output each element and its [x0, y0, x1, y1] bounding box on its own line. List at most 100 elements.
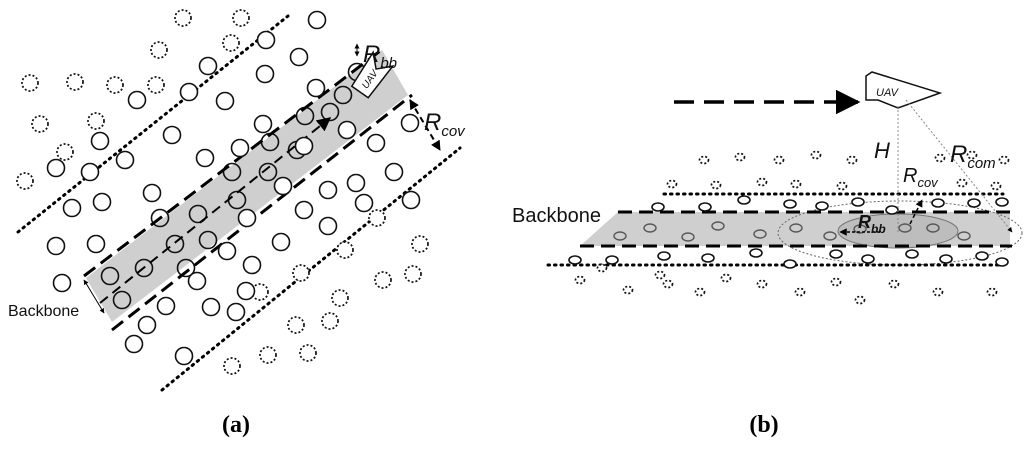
sensor-node — [366, 133, 386, 153]
sensor-node-dotted — [666, 179, 678, 189]
sensor-node — [829, 249, 843, 259]
sensor-node — [337, 120, 357, 140]
sensor-node — [400, 113, 420, 133]
sensor-node — [861, 254, 875, 264]
sensor-node-dotted — [374, 271, 392, 289]
sensor-node-dotted — [622, 285, 634, 295]
sensor-node — [90, 131, 110, 151]
sensor-node-dotted — [934, 153, 946, 163]
sensor-node-dotted — [932, 287, 944, 297]
sensor-node-dotted — [404, 265, 422, 283]
sensor-node — [46, 236, 66, 256]
sensor-node — [354, 193, 374, 213]
rbb-label-a: Rbb — [363, 41, 397, 72]
sensor-node — [318, 180, 338, 200]
backbone-label-a: Backbone — [8, 303, 79, 320]
sensor-node-dotted — [596, 263, 608, 273]
sensor-node — [215, 91, 235, 111]
sensor-node — [905, 249, 919, 259]
sensor-node-dotted — [734, 152, 746, 162]
sensor-node — [289, 47, 309, 67]
sensor-node — [698, 202, 712, 212]
sensor-node — [137, 315, 157, 335]
coverage-boundary-upper-a — [16, 14, 290, 234]
sensor-node — [195, 148, 215, 168]
sensor-node-dotted — [756, 177, 768, 187]
height-label-b: H — [874, 138, 890, 163]
sensor-node-dotted — [411, 235, 429, 253]
sensor-node-dotted — [773, 155, 785, 165]
sensor-node — [939, 254, 953, 264]
sensor-node-dotted — [794, 287, 806, 297]
sensor-node — [346, 173, 366, 193]
rcom-line-b — [905, 99, 1013, 233]
sensor-node-dotted — [830, 277, 842, 287]
sensor-node — [198, 56, 218, 76]
sensor-node — [242, 255, 262, 275]
sensor-node-dotted — [147, 76, 165, 94]
sensor-node — [815, 201, 829, 211]
sensor-node — [201, 297, 221, 317]
backbone-node — [176, 258, 196, 278]
sensor-node — [253, 114, 273, 134]
sensor-node-dotted — [710, 180, 722, 190]
sensor-node-dotted — [56, 143, 74, 161]
sensor-node-dotted — [336, 241, 354, 259]
sensor-node — [737, 195, 751, 205]
sensor-node-dotted — [150, 41, 168, 59]
sensor-node — [174, 346, 194, 366]
backbone-node — [100, 266, 120, 286]
sensor-node — [52, 273, 72, 293]
backbone-node — [134, 258, 154, 278]
sensor-node-dotted — [694, 287, 706, 297]
sensor-node-dotted — [888, 279, 900, 289]
sensor-node — [217, 241, 237, 261]
rcom-label-b: Rcom — [950, 141, 996, 172]
backbone-label-b: Backbone — [512, 205, 601, 227]
sensor-node — [162, 125, 182, 145]
sensor-node — [294, 136, 314, 156]
sensor-node — [995, 197, 1009, 207]
sensor-node-dotted — [836, 181, 848, 191]
sensor-node-dotted — [956, 178, 968, 188]
sensor-node — [237, 208, 257, 228]
sensor-node — [318, 216, 338, 236]
sensor-node-dotted — [174, 9, 192, 27]
sensor-node — [187, 271, 207, 291]
sensor-node — [142, 183, 162, 203]
sensor-node-dotted — [846, 155, 858, 165]
sensor-node — [749, 248, 763, 258]
sensor-node-dotted — [368, 209, 386, 227]
backbone-node — [681, 232, 695, 242]
sensor-node — [271, 232, 291, 252]
rbb-label-b: Rbb — [858, 212, 886, 236]
caption-b: (b) — [749, 412, 778, 438]
backbone-node — [711, 221, 725, 231]
backbone-node — [823, 231, 837, 241]
backbone-node — [957, 231, 971, 241]
backbone-node — [613, 231, 627, 241]
sensor-node — [975, 251, 989, 261]
backbone-node — [926, 223, 940, 233]
uav-icon-b: UAV — [865, 71, 943, 109]
sensor-node-dotted — [21, 74, 39, 92]
backbone-centerline-a — [99, 117, 332, 304]
sensor-node-dotted — [299, 344, 317, 362]
sensor-node — [384, 162, 404, 182]
sensor-nodes-a — [16, 9, 429, 375]
sensor-node — [851, 197, 865, 207]
sensor-node-dotted — [990, 181, 1002, 191]
sensor-node-dotted — [222, 34, 240, 52]
sensor-node-dotted — [720, 273, 732, 283]
sensor-node — [156, 296, 176, 316]
sensor-node-dotted — [574, 275, 586, 285]
sensor-node — [605, 255, 619, 265]
sensor-node — [701, 253, 715, 263]
uav-label-b: UAV — [876, 87, 900, 99]
sensor-node-dotted — [790, 179, 802, 189]
sensor-node — [967, 198, 981, 208]
sensor-node-dotted — [654, 270, 666, 280]
sensor-node — [307, 10, 327, 30]
backbone-node — [643, 223, 657, 233]
backbone-node — [333, 85, 353, 105]
